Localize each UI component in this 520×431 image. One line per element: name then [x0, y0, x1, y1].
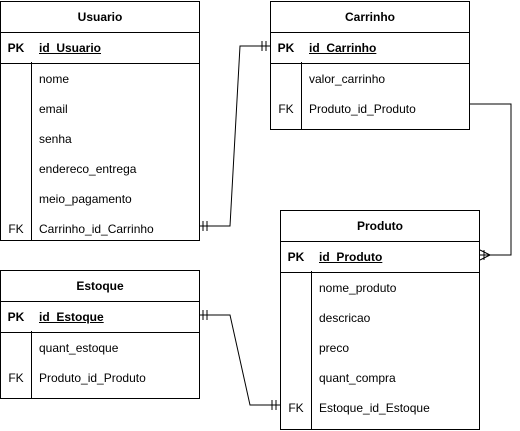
attribute-row: quant_estoque [1, 333, 199, 363]
entity-produto[interactable]: Produto PK id_Produto nome_produto descr… [280, 210, 480, 430]
entity-title: Produto [281, 211, 479, 242]
column-divider [301, 62, 302, 129]
attribute-name: Produto_id_Produto [309, 102, 416, 116]
crowfoot-many-mark [479, 249, 491, 261]
entity-estoque[interactable]: Estoque PK id_Estoque quant_estoque FK Pr… [0, 270, 200, 399]
attribute-row: meio_pagamento [1, 184, 199, 214]
attribute-row: endereco_entrega [1, 154, 199, 184]
key-label: FK [8, 222, 24, 236]
attribute-name: Estoque_id_Estoque [319, 401, 430, 415]
attribute-name: valor_carrinho [309, 72, 386, 86]
attribute-row: FK Estoque_id_Estoque [281, 393, 479, 423]
key-label: PK [7, 310, 25, 324]
entity-title: Carrinho [271, 2, 469, 33]
attribute-row: email [1, 94, 199, 124]
attribute-name: senha [39, 132, 72, 146]
entity-usuario[interactable]: Usuario PK id_Usuario nome email senha e… [0, 1, 200, 241]
pk-row: PK id_Carrinho [271, 33, 469, 64]
attribute-name: id_Carrinho [309, 41, 377, 55]
attribute-name: id_Usuario [39, 41, 102, 55]
entity-title: Estoque [1, 271, 199, 302]
attribute-name: quant_compra [319, 371, 396, 385]
attribute-row: valor_carrinho [271, 64, 469, 94]
attribute-row: FK Carrinho_id_Carrinho [1, 214, 199, 244]
attribute-row: quant_compra [281, 363, 479, 393]
attribute-name: preco [319, 341, 350, 355]
column-divider [31, 331, 32, 398]
attribute-name: endereco_entrega [39, 162, 137, 176]
pk-row: PK id_Produto [281, 242, 479, 273]
key-label: FK [288, 401, 304, 415]
pk-row: PK id_Usuario [1, 33, 199, 64]
attribute-name: id_Estoque [39, 310, 104, 324]
attribute-name: id_Produto [319, 250, 383, 264]
attribute-name: nome [39, 72, 70, 86]
attribute-row: nome [1, 64, 199, 94]
key-label: PK [7, 41, 25, 55]
attribute-name: meio_pagamento [39, 192, 132, 206]
key-label: FK [8, 371, 24, 385]
column-divider [311, 271, 312, 429]
attribute-name: quant_estoque [39, 341, 119, 355]
connector-usuario-carrinho [200, 45, 270, 227]
attribute-row: senha [1, 124, 199, 154]
attribute-name: nome_produto [319, 281, 397, 295]
column-divider [31, 62, 32, 240]
attribute-row: nome_produto [281, 273, 479, 303]
attribute-row: FK Produto_id_Produto [1, 363, 199, 393]
key-label: PK [287, 250, 305, 264]
key-label: FK [278, 102, 294, 116]
pk-row: PK id_Estoque [1, 302, 199, 333]
connector-carrinho-produto [470, 103, 512, 256]
attribute-name: Carrinho_id_Carrinho [39, 222, 154, 236]
attribute-name: Produto_id_Produto [39, 371, 146, 385]
attribute-row: preco [281, 333, 479, 363]
connector-estoque-produto [200, 314, 280, 406]
entity-title: Usuario [1, 2, 199, 33]
key-label: PK [277, 41, 295, 55]
entity-carrinho[interactable]: Carrinho PK id_Carrinho valor_carrinho F… [270, 1, 470, 130]
attribute-name: email [39, 102, 68, 116]
attribute-row: FK Produto_id_Produto [271, 94, 469, 124]
attribute-row: descricao [281, 303, 479, 333]
attribute-name: descricao [319, 311, 371, 325]
